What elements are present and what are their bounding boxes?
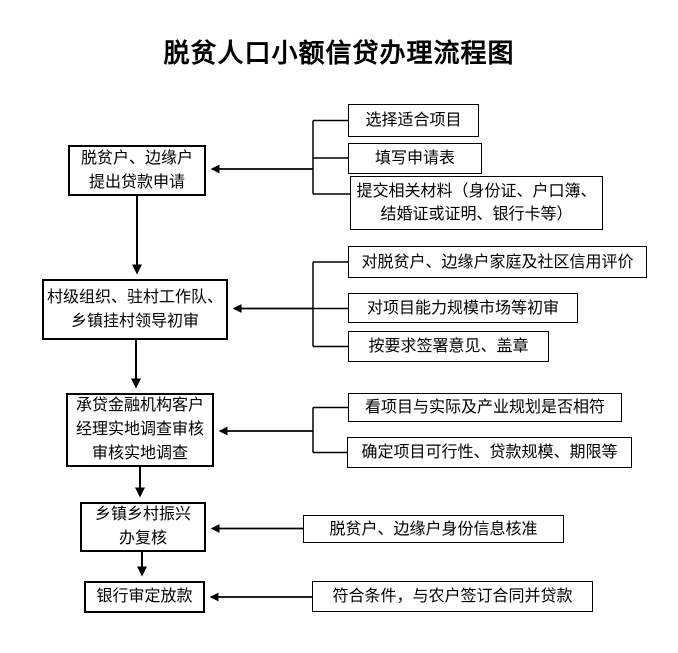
detail-box-submit-materials: 提交相关材料（身份证、户口簿、 结婚证或证明、银行卡等）	[350, 176, 603, 230]
flow-step-box-apply: 脱贫户、边缘户 提出贷款申请	[68, 145, 206, 196]
detail-box-identity-verification: 脱贫户、边缘户身份信息核准	[303, 515, 564, 543]
detail-box-feasibility-scale-term: 确定项目可行性、贷款规模、期限等	[347, 437, 632, 468]
flow-arrows	[131, 196, 147, 577]
flow-step-box-township-recheck: 乡镇乡村振兴 办复核	[80, 502, 206, 552]
detail-arrows	[209, 164, 313, 602]
detail-box-credit-evaluation: 对脱贫户、边缘户家庭及社区信用评价	[348, 246, 647, 278]
page-title: 脱贫人口小额信贷办理流程图	[163, 39, 515, 68]
detail-box-fill-form: 填写申请表	[348, 143, 482, 174]
flow-step-box-bank-disbursement: 银行审定放款	[84, 581, 205, 613]
flow-step-box-village-review: 村级组织、驻村工作队、 乡镇挂村领导初审	[42, 279, 228, 340]
detail-box-sign-contract-loan: 符合条件，与农户签订合同并贷款	[312, 581, 593, 612]
detail-box-project-preliminary-review: 对项目能力规模市场等初审	[348, 293, 578, 323]
flow-step-box-bank-investigation: 承贷金融机构客户 经理实地调查审核 审核实地调查	[66, 393, 214, 467]
detail-box-project-planning-match: 看项目与实际及产业规划是否相符	[348, 393, 622, 422]
detail-box-choose-project: 选择适合项目	[348, 104, 479, 137]
bracket-connectors	[312, 119, 350, 454]
detail-box-sign-and-stamp: 按要求签署意见、盖章	[348, 331, 549, 362]
